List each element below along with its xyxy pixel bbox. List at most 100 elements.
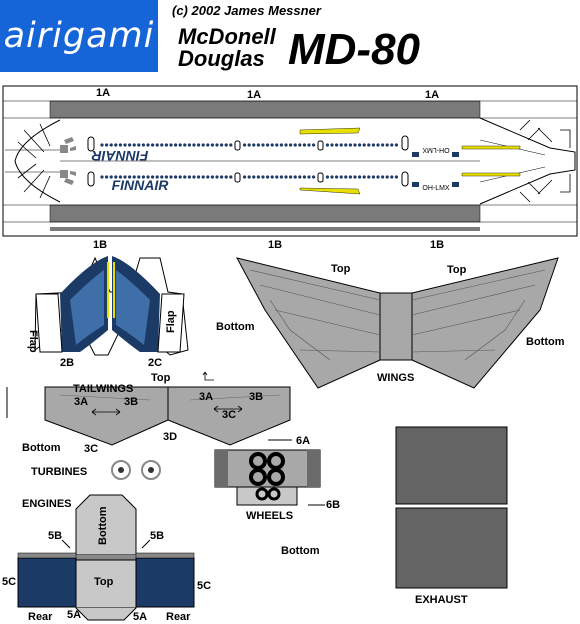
window-dot xyxy=(390,175,394,179)
tailwing-label-3a-right: 3A xyxy=(199,391,214,403)
label-1b-center: 1B xyxy=(268,239,283,251)
wing-top-left: Top xyxy=(331,263,351,275)
window-dot xyxy=(335,143,339,147)
window-dot xyxy=(270,143,274,147)
window-dot xyxy=(371,175,375,179)
window-dot xyxy=(293,175,297,179)
airline-title-top: FINNAIR xyxy=(91,148,149,164)
window-dot xyxy=(174,175,178,179)
model-title: MD-80 xyxy=(288,25,421,74)
window-dot xyxy=(376,175,380,179)
window-dot xyxy=(160,143,164,147)
window-dot xyxy=(155,175,159,179)
window-dot xyxy=(353,175,357,179)
engines-top: Top xyxy=(94,576,114,588)
window-dot xyxy=(215,143,219,147)
window-dot xyxy=(137,175,141,179)
wing-top-right: Top xyxy=(447,264,467,276)
window-dot xyxy=(358,143,362,147)
wing-bottom-left: Bottom xyxy=(216,321,255,333)
window-dot xyxy=(339,175,343,179)
window-dot xyxy=(243,175,247,179)
window-dot xyxy=(132,143,136,147)
engine-label-5c-right: 5C xyxy=(197,580,212,592)
window-dot xyxy=(243,143,247,147)
window-dot xyxy=(293,143,297,147)
window-dot xyxy=(229,143,233,147)
window-dot xyxy=(307,175,311,179)
window-dot xyxy=(206,143,210,147)
window-dot xyxy=(151,143,155,147)
window-dot xyxy=(275,175,279,179)
window-dot xyxy=(390,143,394,147)
window-dot xyxy=(284,175,288,179)
window-dot xyxy=(169,175,173,179)
window-dot xyxy=(128,175,132,179)
window-dot xyxy=(178,143,182,147)
tail-label-1b: 1B xyxy=(93,239,108,251)
engine-rear-left: Rear xyxy=(28,611,53,623)
exhaust-title: EXHAUST xyxy=(415,594,468,606)
window-dot xyxy=(348,175,352,179)
window-dot xyxy=(201,143,205,147)
engine-rear-right: Rear xyxy=(166,611,191,623)
window-dot xyxy=(284,143,288,147)
window-dot xyxy=(114,143,118,147)
window-dot xyxy=(160,175,164,179)
copyright-text: (c) 2002 James Messner xyxy=(172,3,321,18)
window-dot xyxy=(302,143,306,147)
wheels-label-6a: 6A xyxy=(296,435,311,447)
window-dot xyxy=(109,143,113,147)
turbines-part xyxy=(111,460,161,480)
window-dot xyxy=(279,175,283,179)
window-dot xyxy=(385,175,389,179)
window-dot xyxy=(358,175,362,179)
window-dot xyxy=(183,143,187,147)
window-dot xyxy=(367,143,371,147)
engine-label-5a-right: 5A xyxy=(133,611,148,623)
window-dot xyxy=(132,175,136,179)
window-dot xyxy=(252,143,256,147)
window-dot xyxy=(100,143,104,147)
brand-text: airigami xyxy=(3,16,155,56)
window-dot xyxy=(114,175,118,179)
wheels-bottom: Bottom xyxy=(281,545,320,557)
window-dot xyxy=(330,175,334,179)
window-dot xyxy=(206,175,210,179)
window-dot xyxy=(137,143,141,147)
window-dot xyxy=(220,143,224,147)
window-dot xyxy=(385,143,389,147)
window-dot xyxy=(187,143,191,147)
window-dot xyxy=(325,175,329,179)
window-dot xyxy=(394,143,398,147)
window-dot xyxy=(330,143,334,147)
tailwings-bottom: Bottom xyxy=(22,442,61,454)
window-dot xyxy=(201,175,205,179)
window-dot xyxy=(197,175,201,179)
window-dot xyxy=(141,175,145,179)
window-dot xyxy=(105,175,109,179)
window-dot xyxy=(224,143,228,147)
window-dot xyxy=(279,143,283,147)
window-dot xyxy=(178,175,182,179)
tailwing-label-3c-right: 3C xyxy=(222,409,237,421)
window-dot xyxy=(289,143,293,147)
engines-title: ENGINES xyxy=(22,498,72,510)
window-dot xyxy=(344,175,348,179)
wheels-title: WHEELS xyxy=(246,510,294,522)
window-dot xyxy=(187,175,191,179)
window-dot xyxy=(261,175,265,179)
window-dot xyxy=(224,175,228,179)
tailwing-label-3d: 3D xyxy=(163,431,178,443)
window-dot xyxy=(344,143,348,147)
window-dot xyxy=(348,143,352,147)
window-dot xyxy=(353,143,357,147)
window-dot xyxy=(247,143,251,147)
engine-label-5b-left: 5B xyxy=(48,530,63,542)
window-dot xyxy=(376,143,380,147)
engine-label-5a-left: 5A xyxy=(67,609,82,621)
window-dot xyxy=(192,175,196,179)
window-dot xyxy=(164,175,168,179)
engine-label-5c-left: 5C xyxy=(2,576,17,588)
